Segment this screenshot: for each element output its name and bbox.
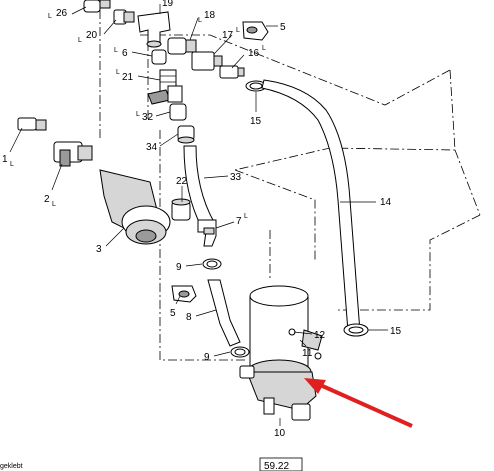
- callout-2-suffix: L: [52, 201, 56, 208]
- fitting-26: [83, 0, 111, 13]
- reference-box: 59.22: [259, 457, 303, 471]
- callout-32-prefix: L: [136, 111, 140, 118]
- sleeve-22: [171, 198, 191, 221]
- clamp-9-low: [230, 346, 250, 358]
- callout-11: 11: [302, 348, 313, 359]
- callout-9-mid: 9: [176, 262, 182, 273]
- assembly-lines: [99, 10, 481, 361]
- callout-6: 6: [122, 48, 128, 59]
- callout-22: 22: [176, 176, 188, 187]
- callout-21: 21: [122, 72, 134, 83]
- leader-lines: [9, 4, 388, 426]
- callout-17: 17: [222, 30, 234, 41]
- callout-15-top: 15: [250, 116, 262, 127]
- filter-housing-3: [99, 169, 171, 245]
- callout-8: 8: [186, 312, 192, 323]
- fitting-34: [177, 125, 195, 144]
- callout-32: 32: [142, 112, 154, 123]
- footer-text: geklebt: [0, 463, 23, 470]
- water-filter-10: [239, 285, 323, 421]
- callout-15-right: 15: [390, 326, 402, 337]
- fitting-20: [113, 9, 135, 25]
- callout-26: 26: [56, 8, 68, 19]
- fitting-18: [167, 37, 197, 55]
- callout-7-suffix: L: [244, 213, 248, 220]
- footer: geklebt: [0, 463, 23, 470]
- callout-17-prefix: L: [236, 27, 240, 34]
- callout-6-prefix: L: [114, 47, 118, 54]
- clamp-15-right: [343, 323, 369, 337]
- elbow-7: [197, 219, 217, 247]
- valve-handle: [147, 85, 183, 105]
- callout-33: 33: [230, 172, 242, 183]
- callout-3: 3: [96, 244, 102, 255]
- clip-5-left: [171, 285, 197, 303]
- callout-labels: 26 L 19 18 L 5 20 L 17 L 16 L 6 L 21 L 1…: [2, 0, 402, 439]
- reference-number: 59.22: [264, 461, 289, 471]
- callout-7: 7: [236, 216, 242, 227]
- callout-5-left: 5: [170, 308, 176, 319]
- clamp-9-mid: [202, 258, 222, 270]
- clip-5-top: [242, 21, 269, 41]
- callout-12: 12: [314, 330, 326, 341]
- callout-10: 10: [274, 428, 286, 439]
- ball-valve-2: [53, 141, 93, 167]
- fitting-16: [219, 65, 245, 79]
- fitting-1: [17, 117, 47, 131]
- callout-18: 18: [204, 10, 216, 21]
- callout-14: 14: [380, 197, 392, 208]
- callout-2: 2: [44, 194, 50, 205]
- highlight-arrow: [304, 378, 413, 428]
- callout-5-top: 5: [280, 22, 286, 33]
- fitting-6: [151, 49, 167, 65]
- tee-19: [137, 11, 171, 48]
- callout-20: 20: [86, 30, 98, 41]
- callout-21-prefix: L: [116, 69, 120, 76]
- callout-1: 1: [2, 154, 8, 165]
- fitting-17: [191, 51, 223, 71]
- callout-9-low: 9: [204, 352, 210, 363]
- clamp-15-top: [245, 80, 267, 92]
- hose-8: [207, 279, 241, 347]
- callout-20-prefix: L: [78, 37, 82, 44]
- callout-16-prefix: L: [262, 45, 266, 52]
- callout-34: 34: [146, 142, 158, 153]
- callout-18-prefix: L: [198, 17, 202, 24]
- callout-1-suffix: L: [10, 161, 14, 168]
- callout-19: 19: [162, 0, 174, 9]
- callout-16: 16: [248, 48, 260, 59]
- fitting-32: [169, 103, 187, 121]
- callout-26-prefix: L: [48, 13, 52, 20]
